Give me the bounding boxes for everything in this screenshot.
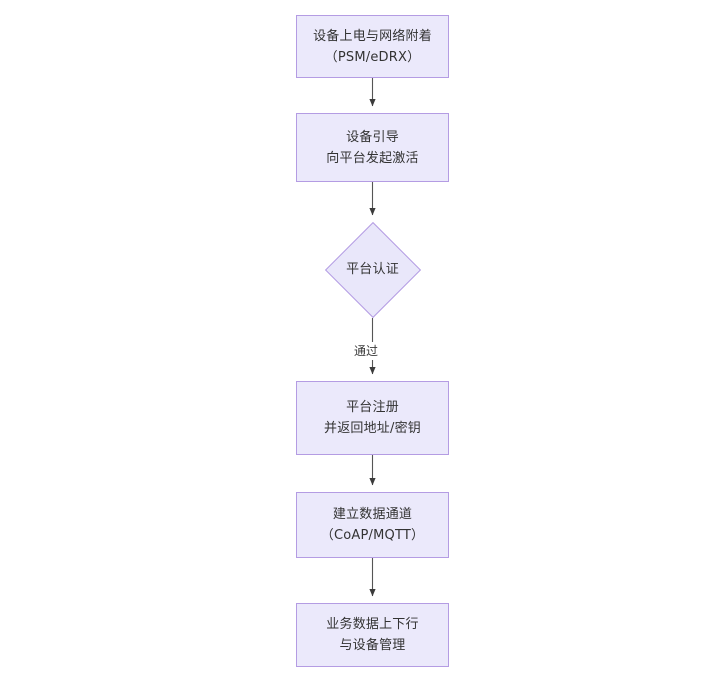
node-label-line: 业务数据上下行 <box>326 617 419 632</box>
node-label-line: 建立数据通道 <box>332 507 413 522</box>
node-label-line: 设备引导 <box>346 129 399 145</box>
node-business-data-and-device-management[interactable]: 业务数据上下行 与设备管理 <box>296 603 449 667</box>
node-label-line: 与设备管理 <box>339 638 406 653</box>
node-label-line: （CoAP/MQTT） <box>320 528 425 543</box>
node-label-line: 并返回地址/密钥 <box>324 421 421 436</box>
node-label-line: 平台认证 <box>346 262 399 277</box>
node-label-line: 向平台发起激活 <box>326 150 419 166</box>
node-establish-data-channel[interactable]: 建立数据通道 （CoAP/MQTT） <box>296 492 449 558</box>
edge-label-pass: 通过 <box>352 342 381 360</box>
node-label-line: （PSM/eDRX） <box>324 49 421 65</box>
node-label-line: 设备上电与网络附着 <box>313 28 432 44</box>
node-label-line: 平台注册 <box>346 400 399 415</box>
node-platform-register[interactable]: 平台注册 并返回地址/密钥 <box>296 381 449 455</box>
node-platform-auth-decision[interactable]: 平台认证 <box>324 221 421 319</box>
node-device-power-on[interactable]: 设备上电与网络附着 （PSM/eDRX） <box>296 15 449 78</box>
node-device-bootstrap[interactable]: 设备引导 向平台发起激活 <box>296 113 449 182</box>
